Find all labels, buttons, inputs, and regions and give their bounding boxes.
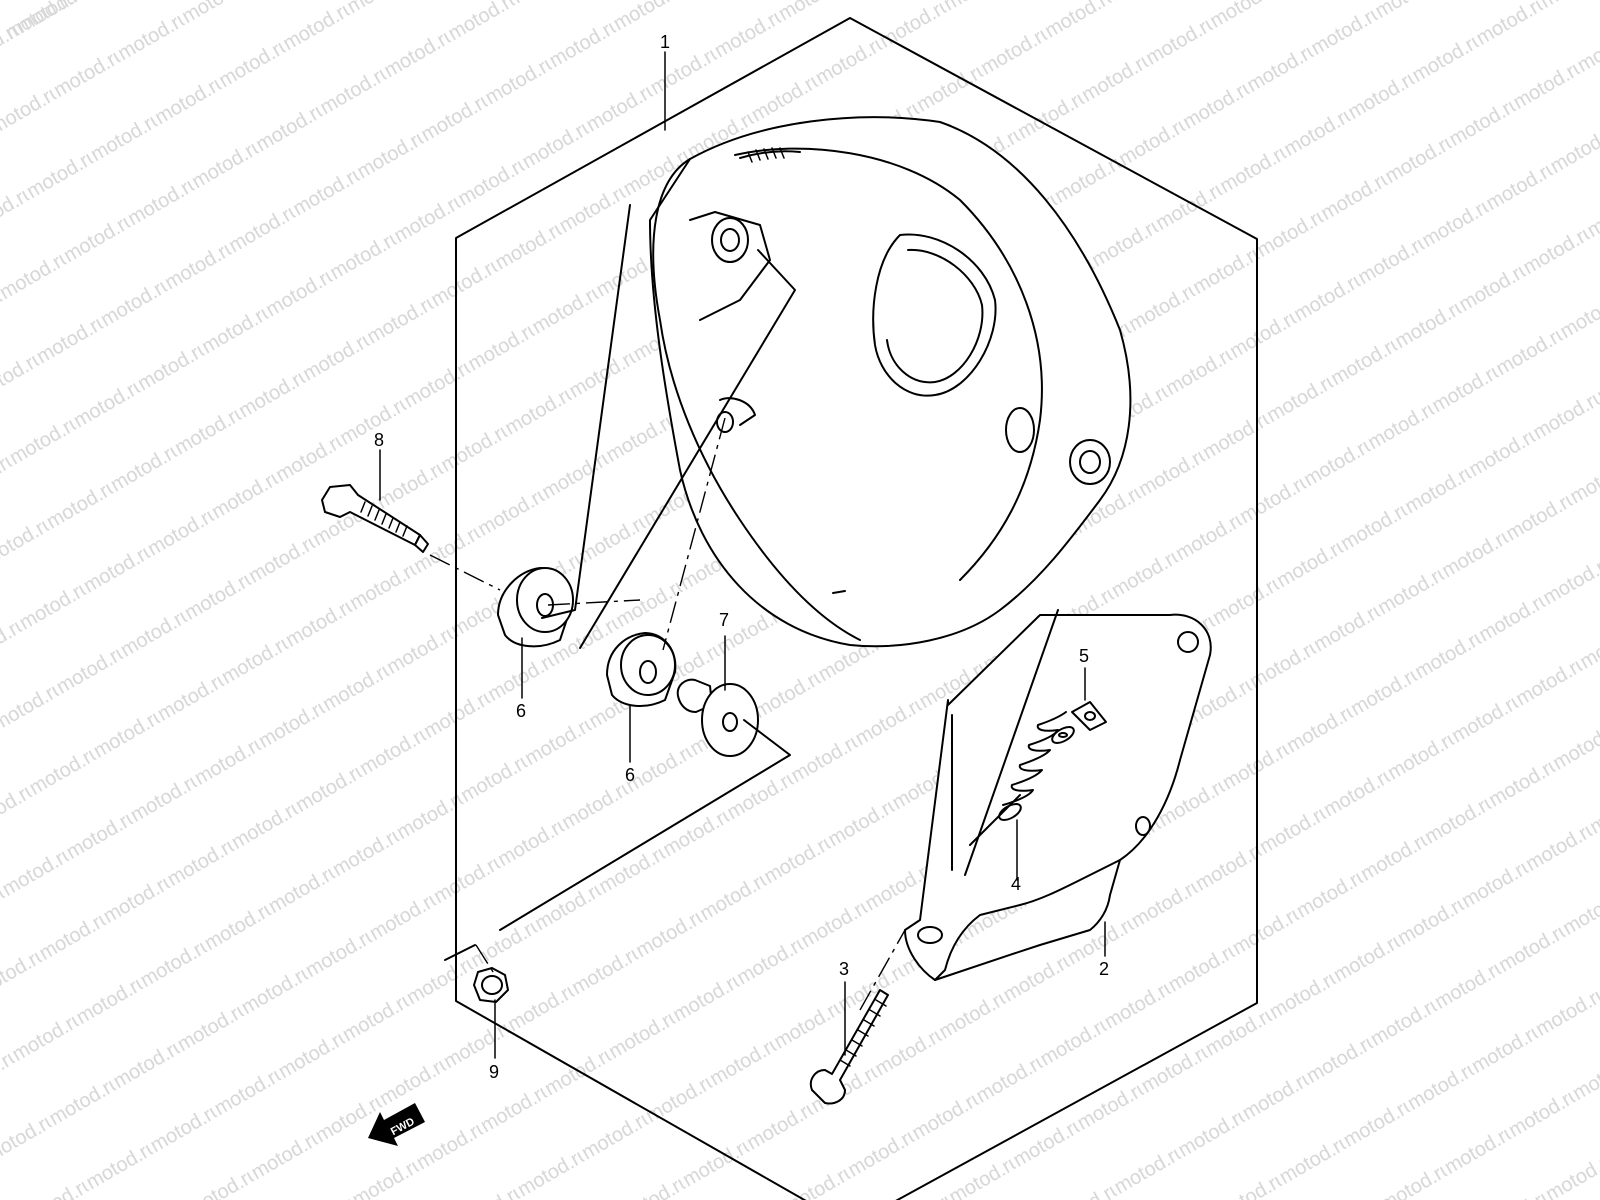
cushion-lower [606, 632, 677, 707]
nut-9 [473, 967, 509, 1003]
leader-lines [379, 51, 1106, 1059]
callout-1[interactable]: 1 [660, 32, 670, 52]
isometric-frame [455, 17, 1258, 1200]
callout-8[interactable]: 8 [374, 430, 384, 450]
callout-4[interactable]: 4 [1011, 874, 1021, 894]
callout-6-upper[interactable]: 6 [516, 701, 526, 721]
callout-7[interactable]: 7 [719, 610, 729, 630]
callout-3[interactable]: 3 [839, 959, 849, 979]
bracket [904, 613, 1212, 981]
assembly-lines [429, 204, 1059, 1011]
callout-6-lower[interactable]: 6 [625, 765, 635, 785]
cushion-upper [497, 567, 574, 648]
washer-nut [1051, 701, 1107, 744]
headlamp-housing [649, 116, 1132, 648]
callout-5[interactable]: 5 [1079, 646, 1089, 666]
callouts: 1 2 3 4 5 6 6 7 8 9 [374, 32, 1109, 1082]
collar [676, 678, 759, 757]
callout-9[interactable]: 9 [489, 1062, 499, 1082]
screw [809, 989, 889, 1105]
callout-2[interactable]: 2 [1099, 959, 1109, 979]
bolt [321, 484, 429, 553]
